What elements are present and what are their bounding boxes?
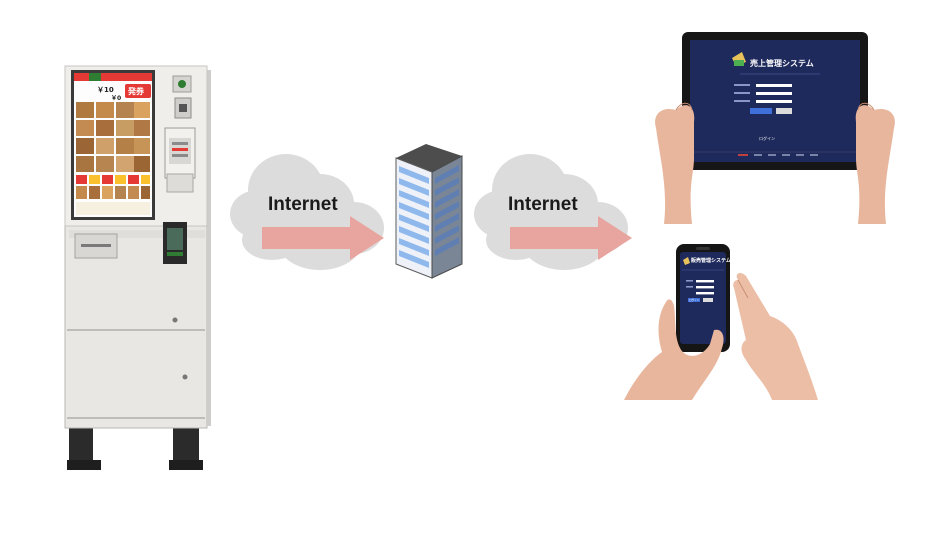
arrow-right-icon bbox=[262, 216, 384, 260]
screen-price-left: ￥10 bbox=[97, 86, 114, 94]
ticket-vending-machine: ￥10 ￥0 発券 bbox=[55, 62, 215, 474]
menu-tiles bbox=[76, 102, 150, 215]
phone-login-button: ログイン bbox=[689, 299, 700, 302]
phone-app-title: 販売管理システム bbox=[691, 258, 731, 264]
tablet-illustration bbox=[655, 32, 895, 224]
screen-price-right: ￥0 bbox=[111, 95, 122, 102]
internet-label-1: Internet bbox=[268, 194, 338, 215]
internet-link-1: Internet bbox=[228, 148, 388, 273]
tablet-app-title: 売上管理システム bbox=[750, 59, 814, 68]
internet-link-2: Internet bbox=[472, 148, 634, 273]
smartphone-device: 販売管理システム ログイン bbox=[622, 240, 818, 400]
vending-machine-body bbox=[64, 65, 211, 470]
internet-label-2: Internet bbox=[508, 194, 578, 215]
tablet-login-button: ログイン bbox=[759, 136, 775, 141]
building-icon bbox=[395, 144, 463, 279]
issue-ticket-button-label: 発券 bbox=[128, 87, 144, 96]
tablet-device: 売上管理システム ログイン bbox=[650, 28, 900, 226]
smartphone-illustration bbox=[624, 244, 818, 400]
cloud-server-building bbox=[392, 140, 466, 282]
arrow-right-icon bbox=[510, 216, 632, 260]
